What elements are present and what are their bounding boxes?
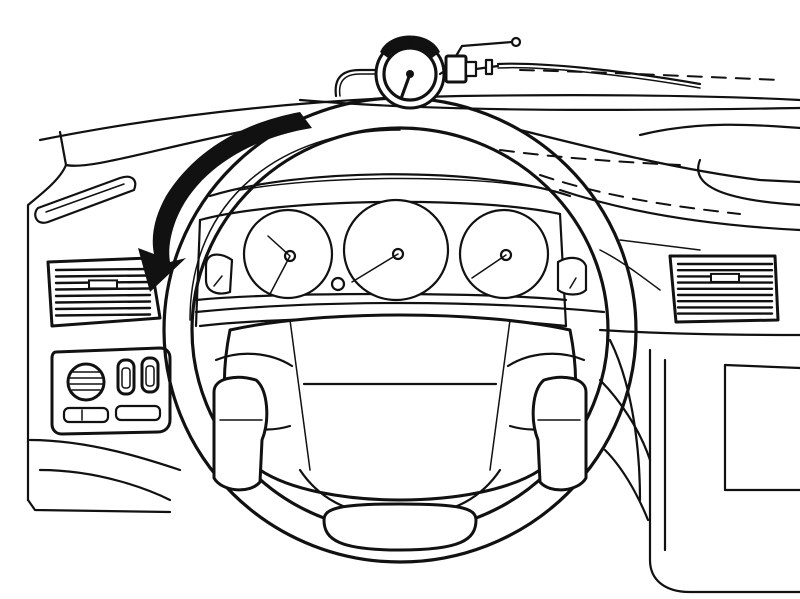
- vent-tab: [710, 272, 740, 283]
- vacuum-gauge: [334, 35, 702, 110]
- steering-wheel: [162, 96, 638, 564]
- left-vent-slats: [54, 267, 152, 317]
- vent-slat: [54, 306, 152, 311]
- vent-slat: [54, 274, 152, 278]
- rocker-switch-icon: [116, 358, 136, 396]
- vent-tab: [88, 279, 118, 290]
- rotate-left-arrow-icon: [138, 112, 312, 292]
- right-air-vent: [668, 254, 780, 324]
- airbag-hub: [222, 313, 578, 502]
- indicator-lamp-icon: [330, 276, 346, 292]
- left-air-vent: [46, 256, 162, 328]
- left-mini-gauge: [204, 253, 234, 295]
- headlight-knob-icon: [66, 362, 106, 402]
- rotation-arrow: [138, 112, 312, 292]
- instrument-cluster: [194, 173, 588, 328]
- vent-slat: [54, 300, 152, 304]
- gauge-fitting-icon: [444, 54, 468, 84]
- right-grip-pad: [531, 375, 588, 492]
- right-vent-slats: [676, 262, 774, 315]
- light-switch-panel: [50, 346, 172, 436]
- vent-slat: [54, 293, 152, 298]
- rocker-switch-icon: [140, 356, 160, 394]
- vent-slat: [54, 313, 152, 317]
- vent-slat: [54, 267, 152, 272]
- right-mini-gauge: [556, 256, 588, 296]
- defrost-vent: [34, 175, 137, 224]
- bottom-spoke-pad: [322, 502, 478, 552]
- left-grip-pad: [212, 375, 269, 492]
